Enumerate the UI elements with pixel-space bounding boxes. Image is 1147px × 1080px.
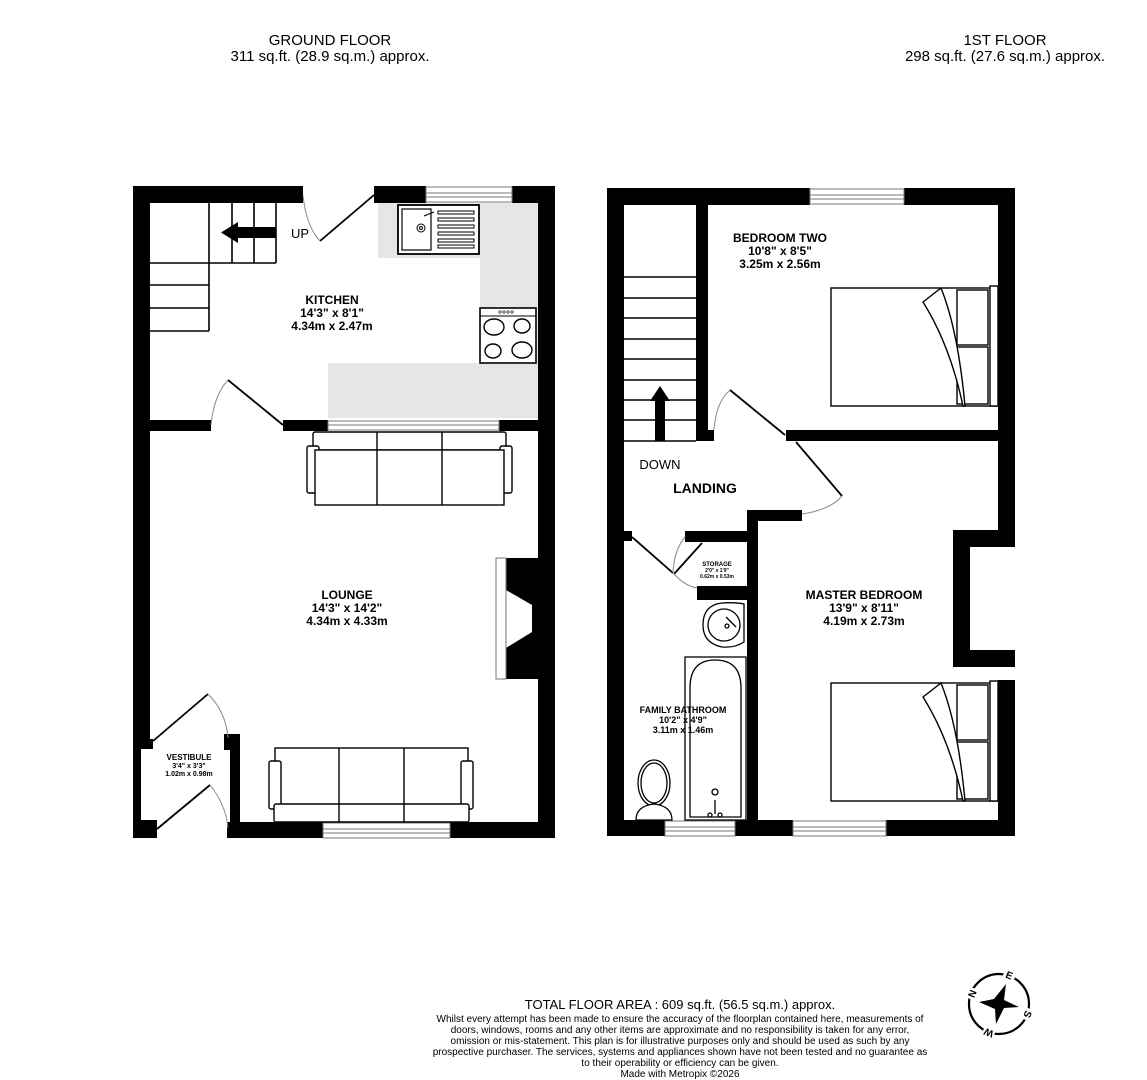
- room-dimensions-imperial: 10'2" x 4'9": [659, 715, 707, 725]
- room-name: KITCHEN: [305, 293, 358, 307]
- ground-floor-doors: [152, 194, 375, 830]
- stairs-up-label: UP: [291, 226, 309, 241]
- sofa-icon: [306, 431, 513, 506]
- ground-floor-title: GROUND FLOOR: [268, 32, 392, 49]
- floorplan-footer: TOTAL FLOOR AREA : 609 sq.ft. (56.5 sq.m…: [430, 997, 930, 1080]
- room-dimensions-metric: 4.34m x 4.33m: [306, 614, 387, 628]
- stairs-down-label: DOWN: [639, 457, 680, 472]
- compass-west-label: W: [982, 1025, 995, 1039]
- room-name: FAMILY BATHROOM: [640, 705, 727, 715]
- room-dimensions-imperial: 14'3" x 8'1": [300, 306, 364, 320]
- room-label-family-bathroom: FAMILY BATHROOM 10'2" x 4'9" 3.11m x 1.4…: [640, 705, 727, 735]
- ground-floor-plan: UP: [133, 186, 555, 839]
- room-dimensions-metric: 3.11m x 1.46m: [653, 725, 714, 735]
- compass-south-label: S: [1020, 1009, 1033, 1020]
- bathtub-icon: [684, 656, 747, 821]
- stairs-down-arrow-icon: [650, 386, 670, 441]
- compass-rose-icon: N E S W: [967, 970, 1034, 1039]
- disclaimer-text: Whilst every attempt has been made to en…: [432, 1014, 928, 1069]
- compass-north-label: N: [967, 989, 980, 1000]
- ground-floor-area: 311 sq.ft. (28.9 sq.m.) approx.: [230, 48, 430, 65]
- room-label-lounge: LOUNGE 14'3" x 14'2" 4.34m x 4.33m: [306, 588, 387, 628]
- room-name: STORAGE: [702, 562, 732, 568]
- ground-floor-stairs: [150, 203, 277, 332]
- double-bed-icon: [830, 680, 999, 802]
- room-name: LANDING: [673, 480, 737, 496]
- room-label-master-bedroom: MASTER BEDROOM 13'9" x 8'11" 4.19m x 2.7…: [806, 588, 923, 628]
- double-bed-icon: [830, 285, 999, 407]
- room-dimensions-imperial: 10'8" x 8'5": [748, 244, 812, 258]
- room-name: MASTER BEDROOM: [806, 588, 923, 602]
- room-name: BEDROOM TWO: [733, 231, 827, 245]
- first-floor-header: 1ST FLOOR 298 sq.ft. (27.6 sq.m.) approx…: [880, 33, 1130, 65]
- ground-floor-walls: [133, 186, 555, 838]
- toilet-icon: [635, 759, 673, 821]
- first-floor-walls: [607, 188, 1015, 836]
- total-floor-area: TOTAL FLOOR AREA : 609 sq.ft. (56.5 sq.m…: [524, 997, 836, 1012]
- first-floor-plan: DOWN: [607, 188, 1015, 837]
- ground-floor-header: GROUND FLOOR 311 sq.ft. (28.9 sq.m.) app…: [205, 33, 455, 65]
- room-dimensions-metric: 4.34m x 2.47m: [291, 319, 372, 333]
- room-label-landing: LANDING: [673, 480, 737, 496]
- kitchen-sink-icon: [397, 204, 480, 255]
- room-label-vestibule: VESTIBULE 3'4" x 3'3" 1.02m x 0.98m: [165, 753, 212, 778]
- room-dimensions-metric: 0.62m x 0.53m: [700, 574, 734, 580]
- first-floor-area: 298 sq.ft. (27.6 sq.m.) approx.: [904, 48, 1106, 65]
- wash-basin-icon: [702, 602, 745, 648]
- room-dimensions-metric: 3.25m x 2.56m: [739, 257, 820, 271]
- room-name: VESTIBULE: [167, 753, 213, 762]
- room-dimensions-metric: 4.19m x 2.73m: [823, 614, 904, 628]
- room-dimensions-imperial: 3'4" x 3'3": [172, 763, 205, 770]
- room-name: LOUNGE: [321, 588, 372, 602]
- first-floor-windows: [664, 188, 905, 837]
- room-dimensions-imperial: 14'3" x 14'2": [312, 601, 382, 615]
- room-dimensions-metric: 1.02m x 0.98m: [165, 771, 212, 778]
- room-dimensions-imperial: 13'9" x 8'11": [829, 601, 899, 615]
- credit-text: Made with Metropix ©2026: [620, 1069, 740, 1080]
- kitchen-hob-icon: [479, 307, 537, 364]
- ground-floor-windows: [322, 186, 513, 839]
- compass-east-label: E: [1004, 970, 1015, 983]
- stairs-up-arrow-icon: [221, 222, 276, 243]
- sofa-icon: [268, 747, 474, 823]
- room-dimensions-imperial: 2'0" x 1'9": [705, 568, 729, 574]
- first-floor-doors: [631, 389, 843, 589]
- room-label-bedroom-two: BEDROOM TWO 10'8" x 8'5" 3.25m x 2.56m: [733, 231, 827, 271]
- room-label-kitchen: KITCHEN 14'3" x 8'1" 4.34m x 2.47m: [291, 293, 372, 333]
- first-floor-title: 1ST FLOOR: [963, 32, 1047, 49]
- room-label-storage: STORAGE 2'0" x 1'9" 0.62m x 0.53m: [700, 562, 734, 580]
